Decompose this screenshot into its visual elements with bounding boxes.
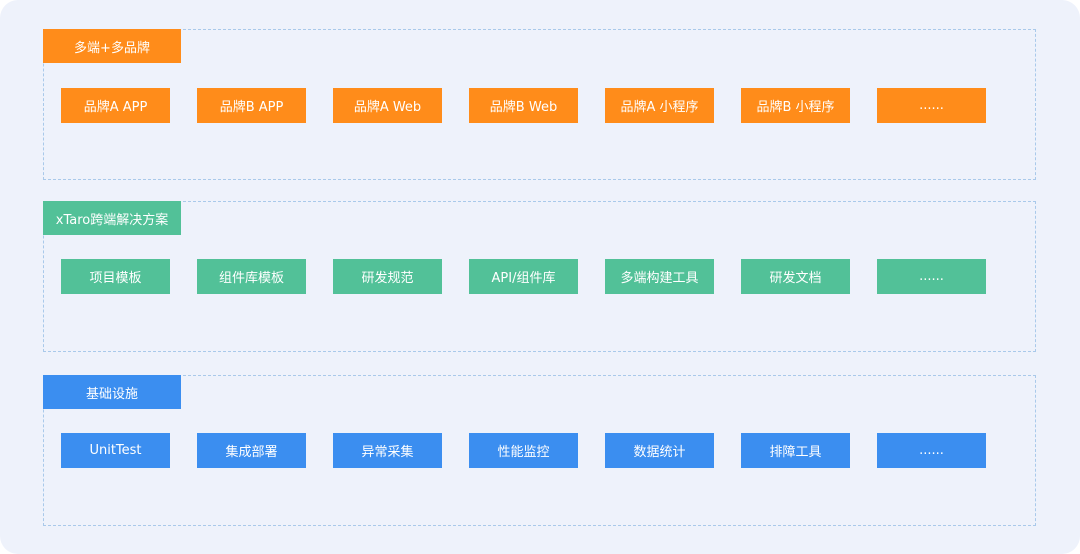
node-dev-standards: 研发规范	[333, 259, 442, 294]
node-brand-b-app: 品牌B APP	[197, 88, 306, 123]
node-brand-a-miniprogram: 品牌A 小程序	[605, 88, 714, 123]
node-brand-b-web: 品牌B Web	[469, 88, 578, 123]
node-project-template: 项目模板	[61, 259, 170, 294]
node-data-statistics: 数据统计	[605, 433, 714, 468]
node-multi-platform-build-tools: 多端构建工具	[605, 259, 714, 294]
node-performance-monitoring: 性能监控	[469, 433, 578, 468]
node-exception-collection: 异常采集	[333, 433, 442, 468]
node-unit-test: UnitTest	[61, 433, 170, 468]
node-troubleshooting-tools: 排障工具	[741, 433, 850, 468]
node-api-component-library: API/组件库	[469, 259, 578, 294]
node-brand-a-web: 品牌A Web	[333, 88, 442, 123]
layer-xtaro	[43, 201, 1036, 352]
node-dev-docs: 研发文档	[741, 259, 850, 294]
layer-infrastructure	[43, 375, 1036, 526]
node-more-brands: ......	[877, 88, 986, 123]
node-more-infrastructure: ......	[877, 433, 986, 468]
layer-title-infrastructure: 基础设施	[43, 375, 181, 409]
layer-multi-brand	[43, 29, 1036, 180]
node-integration-deploy: 集成部署	[197, 433, 306, 468]
node-more-xtaro: ......	[877, 259, 986, 294]
node-brand-b-miniprogram: 品牌B 小程序	[741, 88, 850, 123]
layer-title-multi-brand: 多端+多品牌	[43, 29, 181, 63]
node-brand-a-app: 品牌A APP	[61, 88, 170, 123]
layer-title-xtaro: xTaro跨端解决方案	[43, 201, 181, 235]
node-component-library-template: 组件库模板	[197, 259, 306, 294]
